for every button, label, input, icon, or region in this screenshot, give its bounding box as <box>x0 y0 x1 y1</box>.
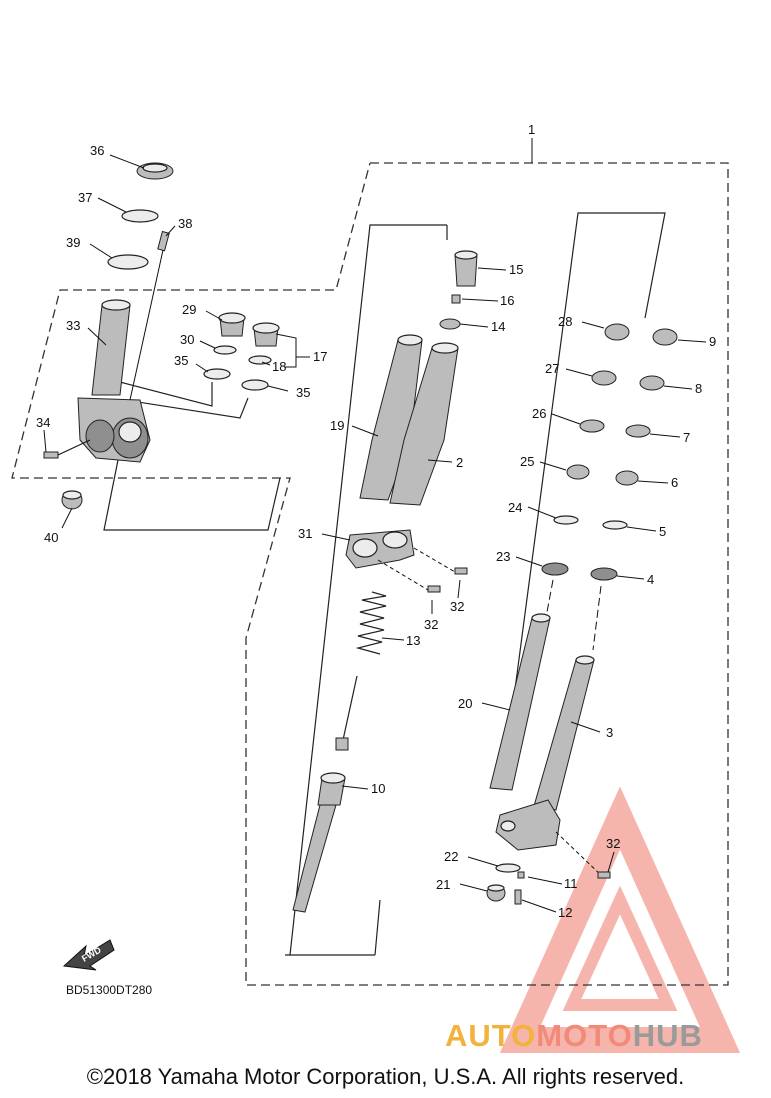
callout-34: 34 <box>36 415 50 430</box>
assembly-outline-bracket <box>103 381 281 531</box>
callout-15: 15 <box>509 262 523 277</box>
washer-part <box>121 209 159 223</box>
cap-part <box>486 884 506 902</box>
rubber-damper-part <box>218 312 280 347</box>
callout-35: 35 <box>174 353 188 368</box>
seal-ring-part <box>541 323 678 581</box>
spacer-part <box>454 250 478 287</box>
damper-rod-part <box>292 675 358 913</box>
ring-nut-part <box>136 162 174 180</box>
inner-tube-part <box>489 613 551 791</box>
callout-32: 32 <box>424 617 438 632</box>
callout-23: 23 <box>496 549 510 564</box>
callout-28: 28 <box>558 314 572 329</box>
callout-30: 30 <box>180 332 194 347</box>
assembly-outline-left-fork <box>285 224 448 956</box>
callout-18: 18 <box>272 359 286 374</box>
bolt-part <box>427 585 441 593</box>
callout-22: 22 <box>444 849 458 864</box>
callout-10: 10 <box>371 781 385 796</box>
bolt-part <box>597 871 611 879</box>
washer-part <box>517 871 525 879</box>
callout-5: 5 <box>659 524 666 539</box>
callout-33: 33 <box>66 318 80 333</box>
callout-21: 21 <box>436 877 450 892</box>
fwd-arrow-icon: FWD <box>62 939 115 971</box>
callout-16: 16 <box>500 293 514 308</box>
callout-12: 12 <box>558 905 572 920</box>
callout-6: 6 <box>671 475 678 490</box>
copyright-notice: ©2018 Yamaha Motor Corporation, U.S.A. A… <box>86 1064 685 1089</box>
callout-24: 24 <box>508 500 522 515</box>
o-ring-part <box>495 863 521 873</box>
callout-39: 39 <box>66 235 80 250</box>
watermark-hub: HUB <box>632 1018 703 1053</box>
clamp-part <box>345 529 415 569</box>
inner-tube-part <box>495 655 595 851</box>
watermark-moto: MOTO <box>536 1018 633 1053</box>
watermark-logo-text: AUTOMOTOHUB <box>445 1018 703 1054</box>
callout-14: 14 <box>491 319 505 334</box>
washer-part <box>213 345 237 355</box>
callout-11: 11 <box>564 876 578 891</box>
callout-35: 35 <box>296 385 310 400</box>
callout-3: 3 <box>606 725 613 740</box>
outer-tube-part <box>389 342 459 506</box>
nut-part <box>451 294 461 304</box>
callout-8: 8 <box>695 381 702 396</box>
callout-2: 2 <box>456 455 463 470</box>
diagram-reference-code: BD51300DT280 <box>66 983 153 997</box>
washer-part <box>248 355 272 365</box>
bolt-part <box>514 889 522 905</box>
bolt-part <box>43 451 59 459</box>
seat-part <box>439 318 461 330</box>
callout-1: 1 <box>528 122 535 137</box>
bolt-part <box>157 230 170 252</box>
callout-labels: 1 2 3 4 5 6 7 8 9 10 11 12 13 14 15 16 1… <box>36 122 716 920</box>
callout-26: 26 <box>532 406 546 421</box>
washer-part <box>107 254 149 270</box>
callout-25: 25 <box>520 454 534 469</box>
spring-part <box>355 591 387 655</box>
callout-13: 13 <box>406 633 420 648</box>
callout-31: 31 <box>298 526 312 541</box>
callout-37: 37 <box>78 190 92 205</box>
bolt-part <box>454 567 468 575</box>
callout-7: 7 <box>683 430 690 445</box>
washer-part <box>203 368 231 380</box>
assembly-outline-right-fork <box>502 212 666 781</box>
collar-part <box>61 490 83 510</box>
callout-32: 32 <box>606 836 620 851</box>
callout-32: 32 <box>450 599 464 614</box>
callout-19: 19 <box>330 418 344 433</box>
callout-20: 20 <box>458 696 472 711</box>
watermark-logo-triangle <box>499 786 741 1053</box>
callout-29: 29 <box>182 302 196 317</box>
callout-17: 17 <box>313 349 327 364</box>
leader-lines <box>43 138 707 913</box>
callout-4: 4 <box>647 572 654 587</box>
callout-38: 38 <box>178 216 192 231</box>
steering-stem-part <box>77 299 151 463</box>
watermark-auto: AUTO <box>445 1018 537 1053</box>
callout-40: 40 <box>44 530 58 545</box>
callout-27: 27 <box>545 361 559 376</box>
assembly-outline-main <box>11 162 729 986</box>
outer-tube-part <box>359 334 423 501</box>
washer-part <box>241 379 269 391</box>
callout-9: 9 <box>709 334 716 349</box>
callout-36: 36 <box>90 143 104 158</box>
